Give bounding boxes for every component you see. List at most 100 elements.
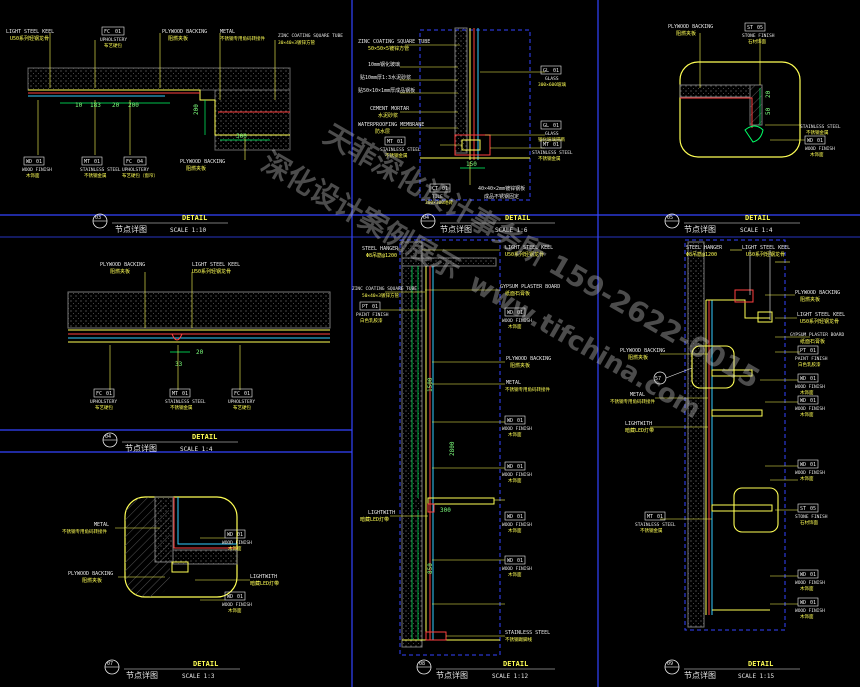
p6-pt-num: 01	[372, 304, 378, 310]
p3-st-tag: ST	[747, 25, 753, 31]
p6-wd2-text: WOOD FINISH	[502, 426, 532, 432]
p2-mt2-tag: MT	[543, 142, 549, 148]
p6-pt-tag: PT	[362, 304, 368, 310]
p3-st-text: STONE FINISH	[742, 33, 775, 39]
p1-dim-b: 183	[90, 102, 101, 109]
p7-wd3-tag: WD	[800, 462, 806, 468]
p2-ct-tag: CT	[432, 186, 438, 192]
p3-scale: SCALE 1:4	[740, 227, 773, 234]
p3-num: 05	[667, 215, 673, 221]
p7-title: DETAIL	[748, 660, 773, 668]
p6-wd4-cn: 木饰面	[508, 527, 522, 534]
p3-st-num: 05	[757, 25, 763, 31]
p6-scale: SCALE 1:12	[492, 673, 529, 680]
p4-fc2-num: 01	[244, 391, 250, 397]
p4-keel-cn: U50系列轻钢龙骨	[192, 268, 231, 275]
p6-wd-tag: WD	[507, 310, 513, 316]
p7-wd4-text: WOOD FINISH	[795, 580, 825, 586]
p4-keel-label: LIGHT STEEL KEEL	[192, 262, 240, 268]
p1-ply2-cn: 阻燃夹板	[186, 165, 206, 172]
p7-mt-cn: 不锈钢金属	[640, 527, 663, 534]
p1-wd-tag: WD	[26, 159, 32, 165]
p2-cn: 节点详图	[440, 224, 472, 234]
p4-mt-tag: MT	[172, 391, 178, 397]
p4-dim-a: 20	[196, 349, 204, 356]
p2-gl-text: GLASS	[545, 76, 559, 82]
p6-num: 08	[419, 661, 425, 667]
p6-wd4-num: 01	[517, 514, 523, 520]
p6-ss-label: STAINLESS STEEL	[505, 630, 550, 636]
p7-hanger-cn: Φ8吊筋@1200	[686, 251, 717, 258]
p7-pt-num: 01	[810, 348, 816, 354]
p7-pt-tag: PT	[800, 348, 806, 354]
p7-keel2-cn: U50系列轻钢龙骨	[800, 318, 839, 325]
p7-gypsum-cn: 纸面石膏板	[800, 338, 825, 345]
p7-wd2-text: WOOD FINISH	[795, 406, 825, 412]
p1-fc-cn: 布艺硬包	[104, 42, 122, 49]
p3-ss-cn: 不锈钢金属	[806, 129, 829, 136]
p4-plywood-cn: 阻燃夹板	[110, 268, 130, 275]
p4-fc-cn: 布艺硬包	[95, 404, 113, 411]
p1-cn: 节点详图	[115, 224, 147, 234]
p6-wd3-tag: WD	[507, 464, 513, 470]
p2-gl2-text: GLASS	[545, 131, 559, 137]
p6-metal-cn: 不锈钢专用角码转接件	[505, 386, 550, 393]
p7-ply2-label: PLYWOOD BACKING	[620, 348, 665, 354]
p6-wd5-text: WOOD FINISH	[502, 566, 532, 572]
p7-wd2-tag: WD	[800, 398, 806, 404]
p4-title: DETAIL	[192, 433, 217, 441]
p6-dim-c: 300	[440, 507, 451, 514]
p1-dim-a: 10	[75, 102, 83, 109]
p7-mt-tag: MT	[647, 514, 653, 520]
p5-lw-label: LIGHTWITH	[250, 574, 277, 580]
p6-wd-num: 01	[517, 310, 523, 316]
p2-l2: 贴10mm厚1:3水泥砂浆	[360, 74, 411, 81]
p2-bottom2: 成品不锈钢固定	[484, 193, 519, 200]
p5-scale: SCALE 1:3	[182, 673, 215, 680]
p6-wd5-num: 01	[517, 558, 523, 564]
p7-metal-label: METAL	[630, 392, 645, 398]
detail-panel-04-top: 150 ZINC COATING SQUARE TUBE 50×50×5镀锌方管…	[358, 27, 573, 234]
p6-hanger-label: STEEL HANGER	[362, 246, 399, 252]
p1-plywood-label: PLYWOOD BACKING	[162, 29, 207, 35]
p2-gl2-tag: GL	[543, 123, 549, 129]
p6-hanger-cn: Φ8吊筋@1200	[366, 252, 397, 259]
p5-cn: 节点详图	[126, 670, 158, 680]
p6-dim-a: 1500	[427, 377, 434, 392]
p5-title: DETAIL	[193, 660, 218, 668]
p6-keel-cn: U50系列轻钢龙骨	[505, 251, 544, 258]
detail-panel-04-mid: 20 33 PLYWOOD BACKING 阻燃夹板 LIGHT STEEL K…	[67, 262, 331, 453]
p2-tube-cn: 50×50×5镀锌方管	[368, 45, 409, 52]
p2-tube-label: ZINC COATING SQUARE TUBE	[358, 39, 430, 45]
p6-wd4-tag: WD	[507, 514, 513, 520]
p1-fc-text: UPHOLSTERY	[100, 37, 127, 43]
p7-wd4-tag: WD	[800, 572, 806, 578]
p7-wd-cn: 木饰面	[800, 389, 814, 396]
detail-panel-07: METAL 不锈钢专用角码转接件 PLYWOOD BACKING 阻燃夹板 WD…	[62, 496, 279, 680]
p5-wd2-cn: 木饰面	[228, 607, 242, 614]
p1-fc4-tag: FC	[126, 159, 132, 165]
p6-dim-d: 850	[427, 563, 434, 574]
p1-keel-cn: U50系列轻钢龙骨	[10, 35, 49, 42]
p6-wd-text: WOOD FINISH	[502, 318, 532, 324]
p4-cn: 节点详图	[125, 443, 157, 453]
p2-title: DETAIL	[505, 214, 530, 222]
p3-st-cn: 石材饰面	[748, 38, 766, 45]
p1-wd-num: 01	[36, 159, 42, 165]
p4-scale: SCALE 1:4	[180, 446, 213, 453]
p7-st-text: STONE FINISH	[795, 514, 828, 520]
p1-scale: SCALE 1:10	[170, 227, 207, 234]
p5-num: 07	[107, 661, 113, 667]
p6-dim-b: 2800	[449, 441, 456, 456]
p6-wd4-text: WOOD FINISH	[502, 522, 532, 528]
p7-metal-cn: 不锈钢专用角码转接件	[610, 398, 655, 405]
p2-mt-text: STAINLESS STEEL	[380, 147, 421, 153]
p2-water-cn: 防水层	[375, 128, 390, 135]
p1-dim-f: 300	[236, 133, 247, 140]
p3-wd-text: WOOD FINISH	[805, 146, 835, 152]
p5-metal-label: METAL	[94, 522, 109, 528]
p6-wd2-tag: WD	[507, 418, 513, 424]
p7-st-cn: 石材饰面	[800, 519, 818, 526]
p7-lw-cn: 暗藏LED灯带	[625, 427, 654, 434]
p6-wd3-text: WOOD FINISH	[502, 472, 532, 478]
